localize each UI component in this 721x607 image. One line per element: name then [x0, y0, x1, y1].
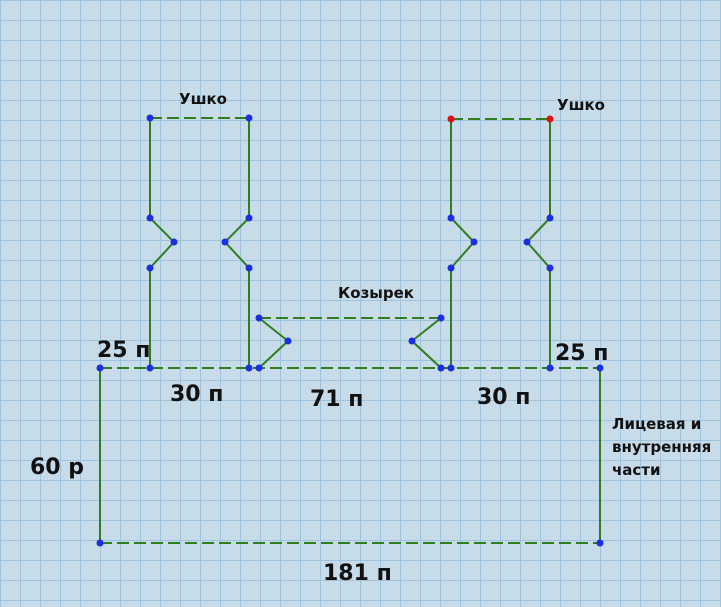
left-edge-length-label: 25 п: [97, 338, 150, 363]
ear-right-label: Ушко: [557, 96, 605, 114]
right-ear-shape: [450, 118, 551, 368]
left-ear-width-label: 30 п: [170, 382, 223, 407]
total-width-label: 181 п: [323, 561, 392, 586]
height-label: 60 р: [30, 455, 84, 480]
face-parts-label-line2: внутренняя: [612, 438, 711, 456]
face-parts-label-line1: Лицевая и: [612, 415, 701, 433]
face-parts-label-line3: части: [612, 461, 661, 479]
visor-width-label: 71 п: [310, 387, 363, 412]
right-edge-length-label: 25 п: [555, 341, 608, 366]
left-ear-shape: [149, 117, 250, 368]
right-ear-width-label: 30 п: [477, 385, 530, 410]
visor-label: Козырек: [338, 284, 414, 302]
points: [96, 114, 604, 547]
ear-left-label: Ушко: [179, 90, 227, 108]
